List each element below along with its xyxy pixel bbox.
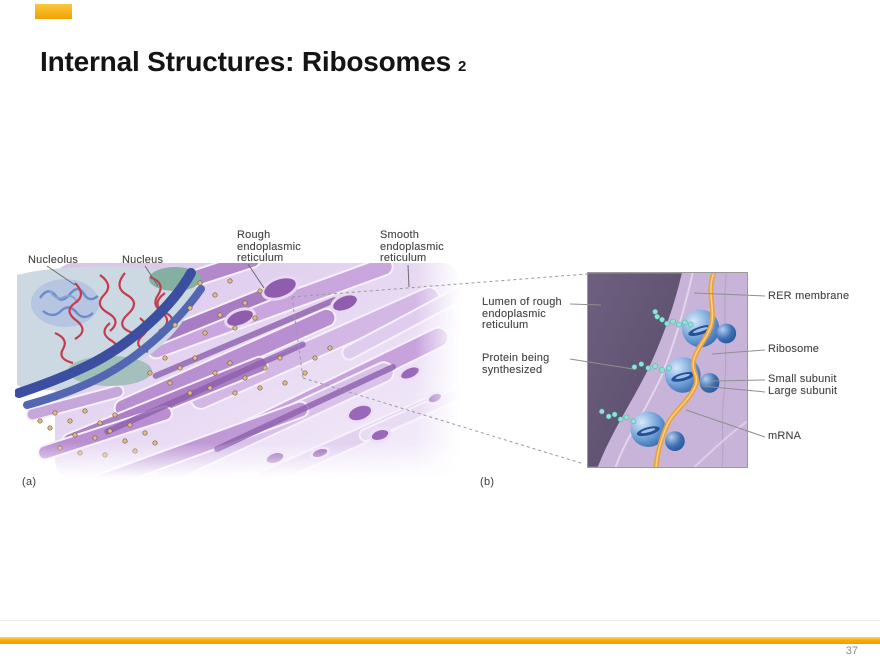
lumen-region [588, 273, 682, 467]
ribosome-detail-panel [587, 272, 748, 468]
page-title: Internal Structures: Ribosomes [40, 46, 451, 77]
label-nucleus: Nucleus [122, 254, 164, 266]
label-protein: Protein being synthesized [482, 352, 550, 376]
top-accent-bar [35, 4, 72, 19]
caption-b: (b) [480, 476, 495, 488]
label-small-subunit: Small subunit [768, 373, 837, 385]
label-smooth-er: Smooth endoplasmic reticulum [380, 229, 444, 264]
nucleolus-artwork [31, 279, 99, 327]
label-ribosome: Ribosome [768, 343, 820, 355]
nuclear-envelope-inner [23, 285, 205, 409]
bottom-fade [15, 443, 460, 478]
label-large-subunit: Large subunit [768, 385, 838, 397]
label-rough-er: Rough endoplasmic reticulum [237, 229, 301, 264]
title-row: Internal Structures: Ribosomes 2 [40, 46, 466, 78]
footer-accent-bar [0, 637, 880, 644]
caption-a: (a) [22, 476, 37, 488]
label-rer-membrane: RER membrane [768, 290, 850, 302]
nucleus-artwork [15, 266, 205, 409]
membrane-edge [614, 273, 694, 467]
label-nucleolus: Nucleolus [28, 254, 79, 266]
page-number: 37 [845, 645, 858, 657]
figure: Nucleolus Nucleus Rough endoplasmic reti… [0, 228, 880, 493]
mrna-strand [653, 273, 716, 467]
nuclear-envelope-outer [15, 268, 196, 398]
right-fade [415, 263, 460, 478]
title-suffix: 2 [457, 58, 467, 75]
ribosome-detail-illustration [588, 273, 747, 467]
footer-divider [0, 620, 880, 621]
protein-chains [599, 308, 694, 425]
label-lumen: Lumen of rough endoplasmic reticulum [482, 296, 562, 331]
rough-er-illustration [15, 263, 460, 478]
label-mrna: mRNA [768, 430, 802, 442]
